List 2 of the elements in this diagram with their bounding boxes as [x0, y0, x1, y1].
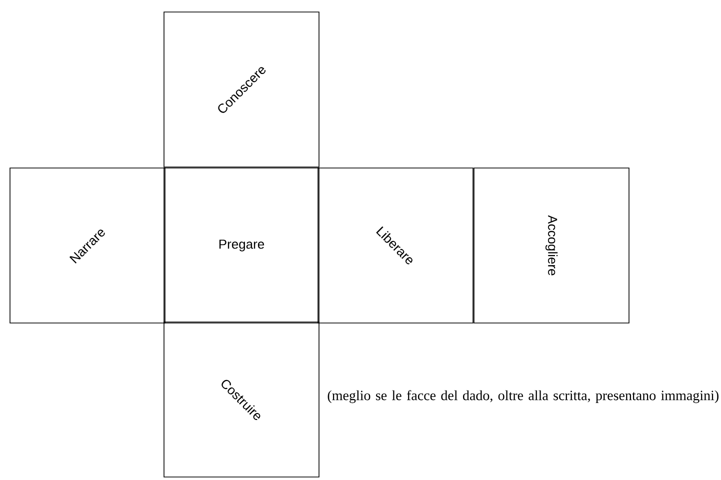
face-box: Accogliere	[474, 168, 630, 324]
face-box: Pregare	[164, 168, 320, 324]
